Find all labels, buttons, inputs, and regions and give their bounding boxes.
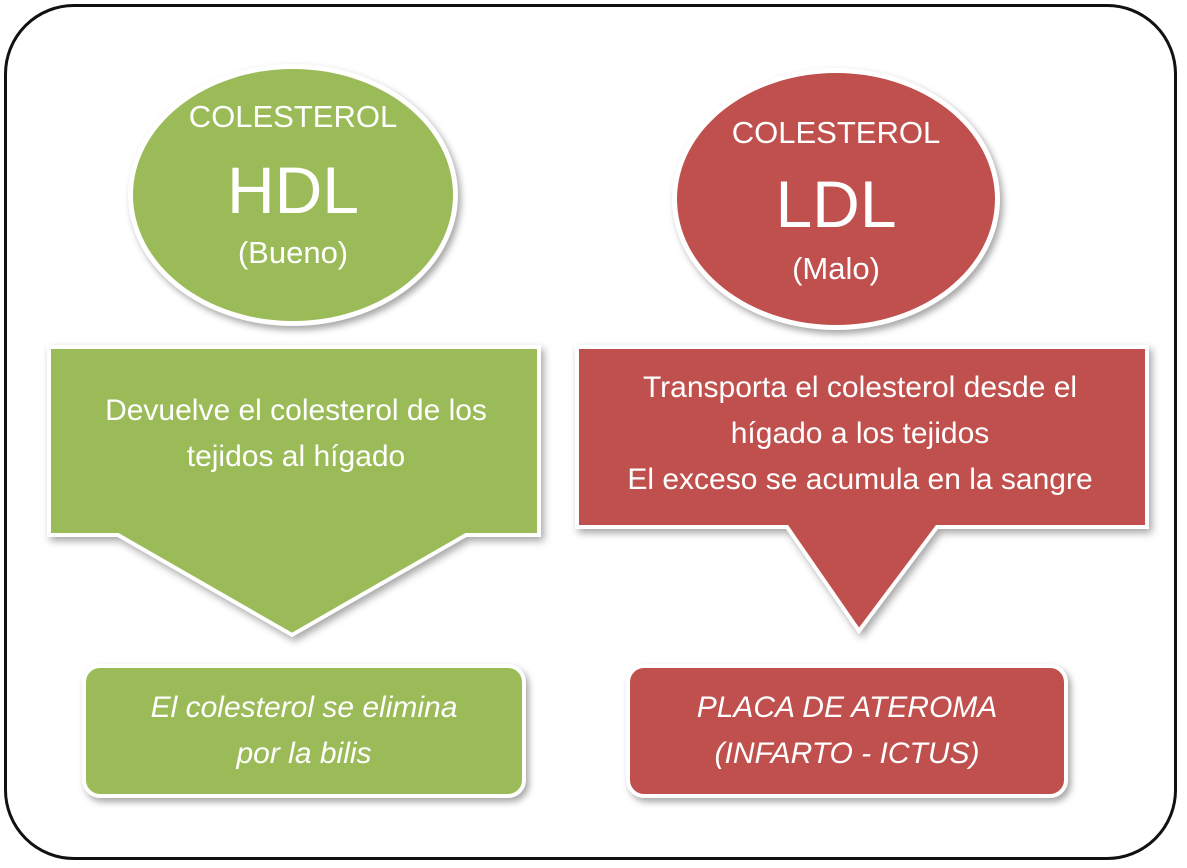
- ldl-result-line: PLACA DE ATEROMA: [696, 691, 998, 724]
- ldl-type: LDL: [775, 167, 897, 241]
- hdl-result-box: El colesterol se elimina por la bilis: [82, 664, 526, 798]
- ldl-circle: COLESTEROL LDL (Malo): [672, 68, 1000, 330]
- ldl-description-line: El exceso se acumula en la sangre: [627, 463, 1093, 496]
- ldl-description-line: Transporta el colesterol desde el: [642, 371, 1078, 404]
- hdl-type: HDL: [226, 153, 360, 227]
- hdl-description-line: Devuelve el colesterol de los: [105, 394, 487, 427]
- hdl-label: COLESTEROL: [188, 99, 398, 134]
- ldl-label: COLESTEROL: [731, 115, 941, 150]
- hdl-circle: COLESTEROL HDL (Bueno): [128, 64, 458, 326]
- hdl-description-line: tejidos al hígado: [186, 440, 406, 473]
- ldl-quality: (Malo): [792, 251, 880, 286]
- ldl-result-line: (INFARTO - ICTUS): [714, 737, 980, 770]
- ldl-down-arrow: [575, 345, 1149, 635]
- hdl-result-line: por la bilis: [236, 737, 372, 770]
- hdl-quality: (Bueno): [237, 235, 349, 270]
- ldl-result-box: PLACA DE ATEROMA (INFARTO - ICTUS): [626, 664, 1068, 798]
- ldl-description: Transporta el colesterol desde el hígado…: [580, 365, 1140, 503]
- ldl-description-line: hígado a los tejidos: [730, 417, 990, 450]
- hdl-description: Devuelve el colesterol de los tejidos al…: [56, 388, 536, 480]
- hdl-down-arrow: [47, 345, 541, 638]
- hdl-result-line: El colesterol se elimina: [150, 691, 458, 724]
